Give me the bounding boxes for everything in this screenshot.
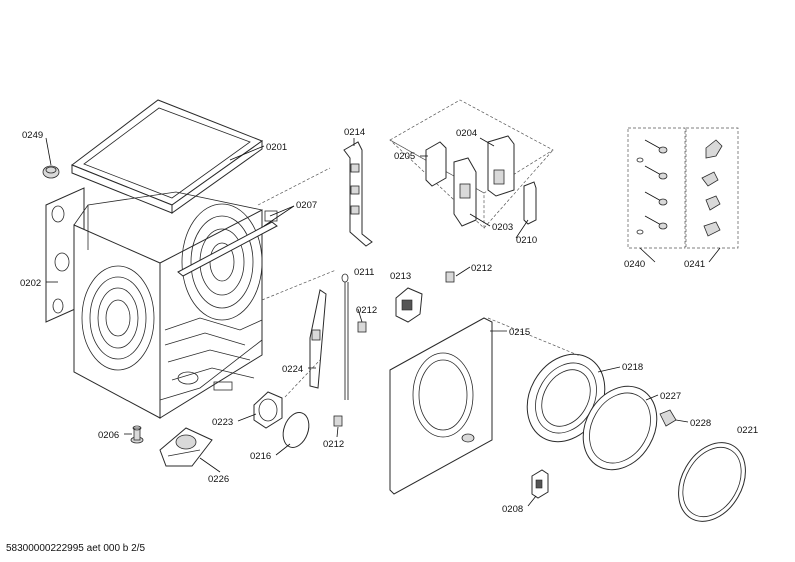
front-panel-part [389,317,493,495]
part-labels: 0249 0201 0207 0202 0214 0205 0204 0203 … [20,127,758,515]
assembly-guides [257,167,581,398]
door-ring-part [582,385,658,471]
label-0212-bottom: 0212 [323,439,344,450]
label-0228: 0228 [690,418,711,429]
rail-part [309,289,327,389]
module-part [395,287,423,323]
support-part [343,141,373,247]
clamp-set [701,139,723,237]
leader-lines [45,137,721,507]
label-0216: 0216 [250,451,271,462]
label-0207: 0207 [296,200,317,211]
label-0215: 0215 [509,327,530,338]
label-0241: 0241 [684,259,705,270]
label-0206: 0206 [98,430,119,441]
label-0224: 0224 [282,364,303,375]
label-0212-mid: 0212 [356,305,377,316]
label-0204: 0204 [456,128,477,139]
label-0212-top: 0212 [471,263,492,274]
label-0221: 0221 [737,425,758,436]
label-0223: 0223 [212,417,233,428]
pump-part [159,427,213,467]
cap-part [42,165,60,179]
label-0249: 0249 [22,130,43,141]
clip-part [333,271,455,427]
label-0240: 0240 [624,259,645,270]
document-reference-footer: 58300000222995 aet 000 b 2/5 [6,543,146,554]
cabinet-body-part [73,191,263,419]
gasket-part [678,442,746,522]
label-0205: 0205 [394,151,415,162]
electronics-group [389,99,554,229]
label-0201: 0201 [266,142,287,153]
label-0213: 0213 [390,271,411,282]
hinge-part [659,409,677,427]
label-0202: 0202 [20,278,41,289]
label-0227: 0227 [660,391,681,402]
rod-part [341,273,349,400]
label-0214: 0214 [344,127,365,138]
motor-bracket-part [253,391,283,429]
hardware-kits [627,127,739,249]
label-0211: 0211 [354,267,374,278]
screw-set [636,139,668,235]
foot-part [130,425,144,444]
cover-disc-part [282,412,310,448]
label-0226: 0226 [208,474,229,485]
door-lock-part [531,469,549,499]
label-0203: 0203 [492,222,513,233]
label-0208: 0208 [502,504,523,515]
label-0218: 0218 [622,362,643,373]
top-cover-part [70,99,264,214]
label-0210: 0210 [516,235,537,246]
